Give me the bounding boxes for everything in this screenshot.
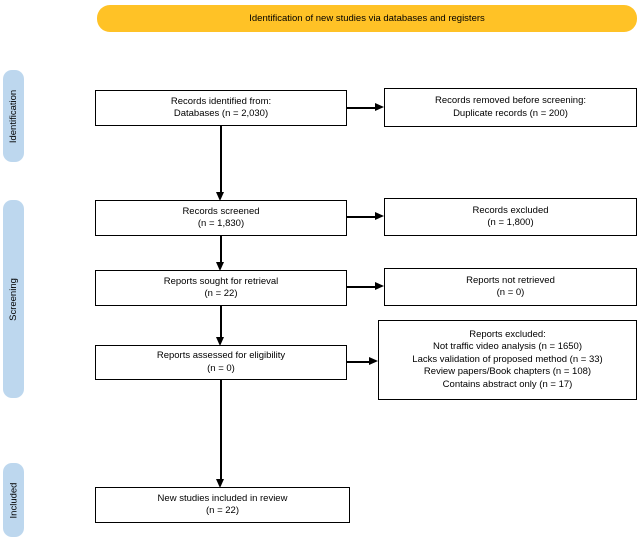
- box-text-line: Duplicate records (n = 200): [453, 107, 568, 119]
- box-text-line: (n = 1,800): [487, 217, 534, 228]
- box-records-identified: Records identified from: Databases (n = …: [95, 90, 347, 126]
- box-text-line: (n = 22): [205, 505, 239, 516]
- box-text-line: New studies included in review: [157, 492, 288, 504]
- box-text-line: Lacks validation of proposed method (n =…: [412, 353, 603, 365]
- box-text-line: (n = 0): [496, 287, 525, 298]
- arrow-right-icon: [375, 282, 384, 290]
- arrow-right-icon: [375, 103, 384, 111]
- box-reports-sought: Reports sought for retrieval (n = 22): [95, 270, 347, 306]
- arrow-down-icon: [216, 479, 224, 488]
- box-text-line: Records screened: [182, 205, 260, 217]
- box-new-studies-included: New studies included in review (n = 22): [95, 487, 350, 523]
- box-records-screened: Records screened (n = 1,830): [95, 200, 347, 236]
- arrow-down-icon: [216, 262, 224, 271]
- box-text-line: Reports assessed for eligibility: [156, 350, 286, 362]
- arrow-right-icon: [369, 357, 378, 365]
- box-text-line: Reports sought for retrieval: [163, 275, 279, 287]
- box-text-line: Reports not retrieved: [466, 274, 555, 286]
- stage-identification: Identification: [3, 70, 24, 162]
- box-text-line: (n = 1,830): [197, 218, 245, 229]
- arrow-down-icon: [216, 337, 224, 346]
- banner-label: Identification of new studies via databa…: [249, 13, 485, 24]
- box-text-line: (n = 0): [207, 362, 235, 374]
- box-reports-assessed: Reports assessed for eligibility (n = 0): [95, 345, 347, 380]
- box-text-line: Records excluded: [472, 204, 549, 216]
- box-text-line: Databases (n = 2,030): [173, 108, 269, 119]
- box-text-line: Not traffic video analysis (n = 1650): [433, 341, 582, 353]
- stage-included-label: Included: [8, 482, 20, 518]
- arrow-down-icon: [216, 192, 224, 201]
- box-records-excluded: Records excluded (n = 1,800): [384, 198, 637, 236]
- banner: Identification of new studies via databa…: [97, 5, 637, 32]
- box-text-line: Reports excluded:: [469, 329, 546, 341]
- stage-screening-label: Screening: [8, 277, 19, 321]
- box-text-line: (n = 22): [204, 288, 238, 299]
- arrow-right-icon: [375, 212, 384, 220]
- box-text-line: Records identified from:: [170, 95, 272, 107]
- box-text-line: Contains abstract only (n = 17): [442, 378, 573, 390]
- box-text-line: Review papers/Book chapters (n = 108): [423, 366, 592, 378]
- box-reports-not-retrieved: Reports not retrieved (n = 0): [384, 268, 637, 306]
- stage-identification-label: Identification: [8, 89, 19, 143]
- stage-screening: Screening: [3, 200, 24, 398]
- box-text-line: Records removed before screening:: [434, 95, 587, 107]
- box-records-removed: Records removed before screening: Duplic…: [384, 88, 637, 127]
- box-reports-excluded-reasons: Reports excluded: Not traffic video anal…: [378, 320, 637, 400]
- stage-included: Included: [3, 463, 24, 537]
